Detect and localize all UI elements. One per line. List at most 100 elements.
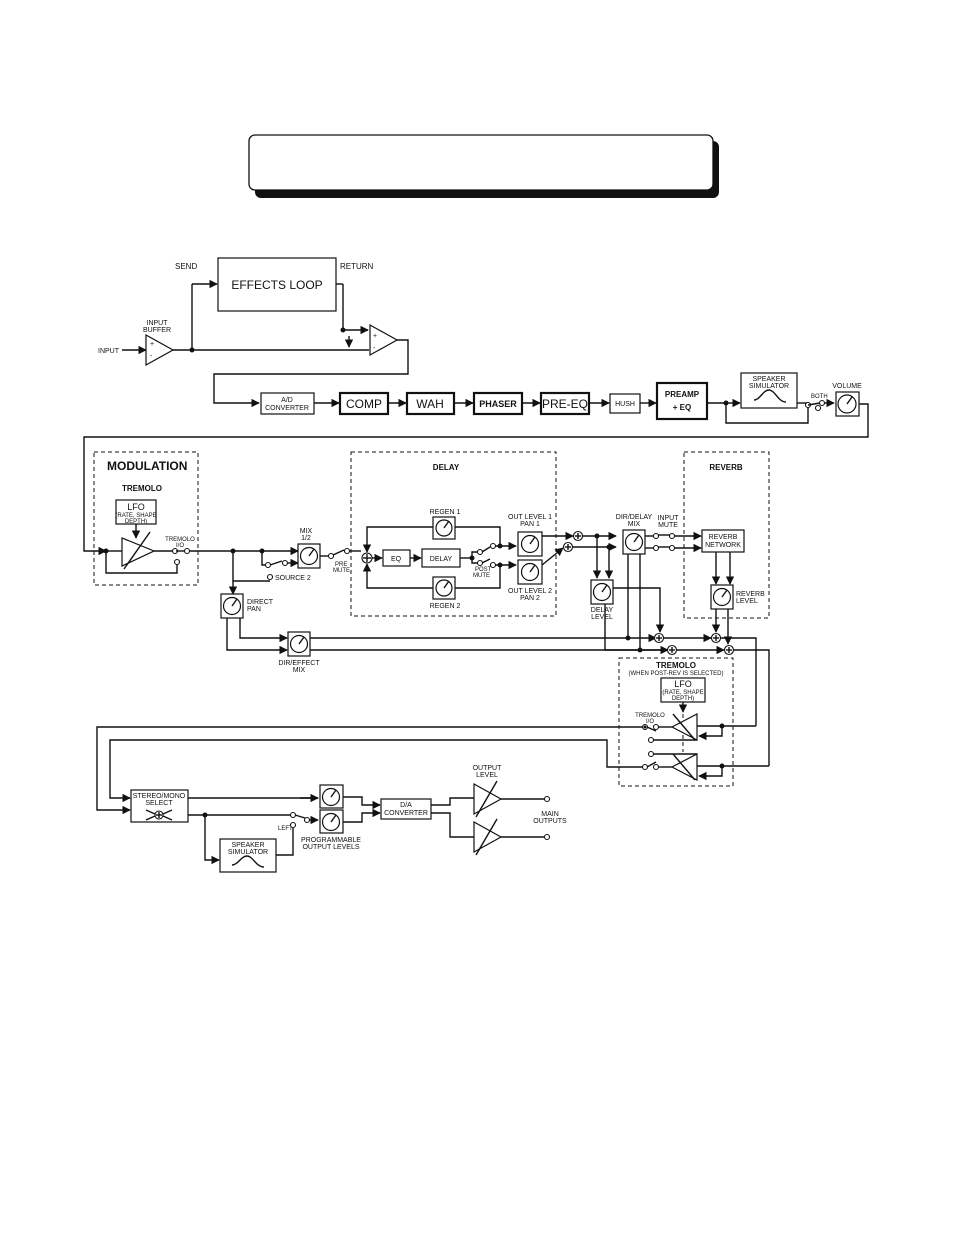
both-label: BOTH <box>811 394 828 400</box>
effects-loop-section: SEND RETURN EFFECTS LOOP INPUT INPUT BUF… <box>98 257 409 408</box>
mix-label-2: 1/2 <box>301 535 311 542</box>
lfo-sub2-1: DEPTH) <box>125 519 147 525</box>
lfo-label-2: LFO <box>674 679 692 689</box>
main-outputs-label-2: OUTPUTS <box>533 818 567 825</box>
input-mute-label-2: MUTE <box>658 522 678 529</box>
modulation-title: MODULATION <box>107 459 187 473</box>
lfo-sub1-1: (RATE, SHAPE <box>115 513 156 519</box>
effects-loop-label: EFFECTS LOOP <box>231 278 322 292</box>
tremolo-amp-1 <box>121 537 156 567</box>
title-banner <box>248 134 719 198</box>
spk-sim2-label-2: SIMULATOR <box>228 849 268 856</box>
out1-label-a: OUT LEVEL 1 <box>508 514 552 521</box>
da-converter-box <box>380 798 432 820</box>
delay-level-label-2: LEVEL <box>591 614 613 621</box>
output-amp-1 <box>473 782 503 816</box>
lfo-box-1 <box>115 499 157 525</box>
input-mute-label-1: INPUT <box>658 515 680 522</box>
reverb-network-label-2: NETWORK <box>705 542 741 549</box>
out2-label-a: OUT LEVEL 2 <box>508 588 552 595</box>
delay-section: DELAY EQ DELAY POST MUTE REGEN 1 REGEN 2 <box>350 451 617 617</box>
return-amp <box>369 323 399 357</box>
dir-effect-label-1: DIR/EFFECT <box>278 660 320 667</box>
delay-title: DELAY <box>433 463 460 472</box>
dir-effect-label-2: MIX <box>293 667 306 674</box>
post-mute-label-2: MUTE <box>473 573 490 579</box>
post-mute-label-1: POST <box>475 567 492 573</box>
output-level-label-1: OUTPUT <box>473 765 503 772</box>
tremolo2-title: TREMOLO <box>656 661 696 670</box>
preamp-eq-box <box>655 381 709 421</box>
input-buffer-amp <box>145 333 175 367</box>
preamp-label-1: PREAMP <box>665 390 700 399</box>
input-label: INPUT <box>98 348 120 355</box>
spk-sim2-label-1: SPEAKER <box>231 842 264 849</box>
svg-text:+: + <box>373 333 377 340</box>
spk-sim-label-1: SPEAKER <box>752 376 785 383</box>
tremolo-title: TREMOLO <box>122 484 162 493</box>
da-label-1: D/A <box>400 802 412 809</box>
svg-text:-: - <box>150 353 153 360</box>
prog-output-label-1: PROGRAMMABLE <box>301 837 361 844</box>
tremolo-io-1a: TREMOLO <box>165 537 195 543</box>
out1-label-b: PAN 1 <box>520 521 540 528</box>
tremolo-io-1b: I/O <box>176 543 184 549</box>
reverb-section: REVERB REVERB NETWORK REVERB LEVEL <box>653 451 770 766</box>
dir-delay-label-1: DIR/DELAY <box>616 514 653 521</box>
tremolo-post-section: TREMOLO (WHEN POST-REV IS SELECTED) LFO … <box>96 657 769 815</box>
main-outputs-label-1: MAIN <box>541 811 559 818</box>
reverb-network-label-1: REVERB <box>709 534 738 541</box>
reverb-title: REVERB <box>709 463 743 472</box>
modulation-section: MODULATION TREMOLO LFO (RATE, SHAPE DEPT… <box>93 451 299 586</box>
svg-text:+: + <box>150 341 154 348</box>
hush-label: HUSH <box>615 401 635 408</box>
delay-label: DELAY <box>430 556 453 563</box>
output-section: STEREO/MONO SELECT LEFT SPEAKER SIMULATO… <box>130 765 567 873</box>
prog-output-label-2: OUTPUT LEVELS <box>302 844 359 851</box>
dir-delay-section: DELAY LEVEL DIR/DELAY MIX INPUT MUTE <box>590 514 702 653</box>
tremolo-io-2b: I/O <box>646 719 654 725</box>
tremolo2-sub: (WHEN POST-REV IS SELECTED) <box>628 671 723 677</box>
out2-label-b: PAN 2 <box>520 595 540 602</box>
output-level-label-2: LEVEL <box>476 772 498 779</box>
regen2-label: REGEN 2 <box>430 603 461 610</box>
left-label: LEFT <box>278 826 293 832</box>
input-buffer-label-2: BUFFER <box>143 327 171 334</box>
delay-level-label-1: DELAY <box>591 607 614 614</box>
stereo-mono-label-2: SELECT <box>145 800 173 807</box>
preamp-label-2: + EQ <box>673 403 691 412</box>
send-label: SEND <box>175 262 197 271</box>
da-label-2: CONVERTER <box>384 810 428 817</box>
return-label: RETURN <box>340 262 374 271</box>
ad-label-1: A/D <box>281 397 293 404</box>
pre-chain-section: A/D CONVERTER COMP WAH PHASER PRE-EQ HUS… <box>83 372 869 556</box>
phaser-label: PHASER <box>479 399 517 409</box>
delay-eq-label: EQ <box>391 556 402 563</box>
pre-eq-label: PRE-EQ <box>542 397 588 411</box>
reverb-level-label-1: REVERB <box>736 591 765 598</box>
input-buffer-label-1: INPUT <box>147 320 169 327</box>
output-amp-2 <box>473 820 503 854</box>
reverb-network-box <box>701 529 745 553</box>
comp-label: COMP <box>346 397 382 411</box>
pre-mute-label-2: MUTE <box>333 568 350 574</box>
dir-delay-label-2: MIX <box>628 521 641 528</box>
direct-pan-label-1: DIRECT <box>247 599 274 606</box>
pre-mute-label-1: PRE <box>335 562 347 568</box>
ad-label-2: CONVERTER <box>265 405 309 412</box>
svg-text:-: - <box>373 345 376 352</box>
mix-section: SOURCE 2 MIX 1/2 PRE MUTE DIRECT PAN DIR… <box>220 528 669 674</box>
direct-pan-label-2: PAN <box>247 606 261 613</box>
lfo-sub1-2: (RATE, SHAPE <box>662 690 703 696</box>
stereo-mono-label-1: STEREO/MONO <box>133 793 186 800</box>
tremolo-io-2a: TREMOLO <box>635 713 665 719</box>
mix-label-1: MIX <box>300 528 313 535</box>
lfo-sub2-2: DEPTH) <box>672 696 694 702</box>
regen1-label: REGEN 1 <box>430 509 461 516</box>
lfo-label-1: LFO <box>127 502 145 512</box>
source2-label: SOURCE 2 <box>275 575 311 582</box>
reverb-level-label-2: LEVEL <box>736 598 758 605</box>
spk-sim-label-2: SIMULATOR <box>749 383 789 390</box>
volume-label: VOLUME <box>832 383 862 390</box>
